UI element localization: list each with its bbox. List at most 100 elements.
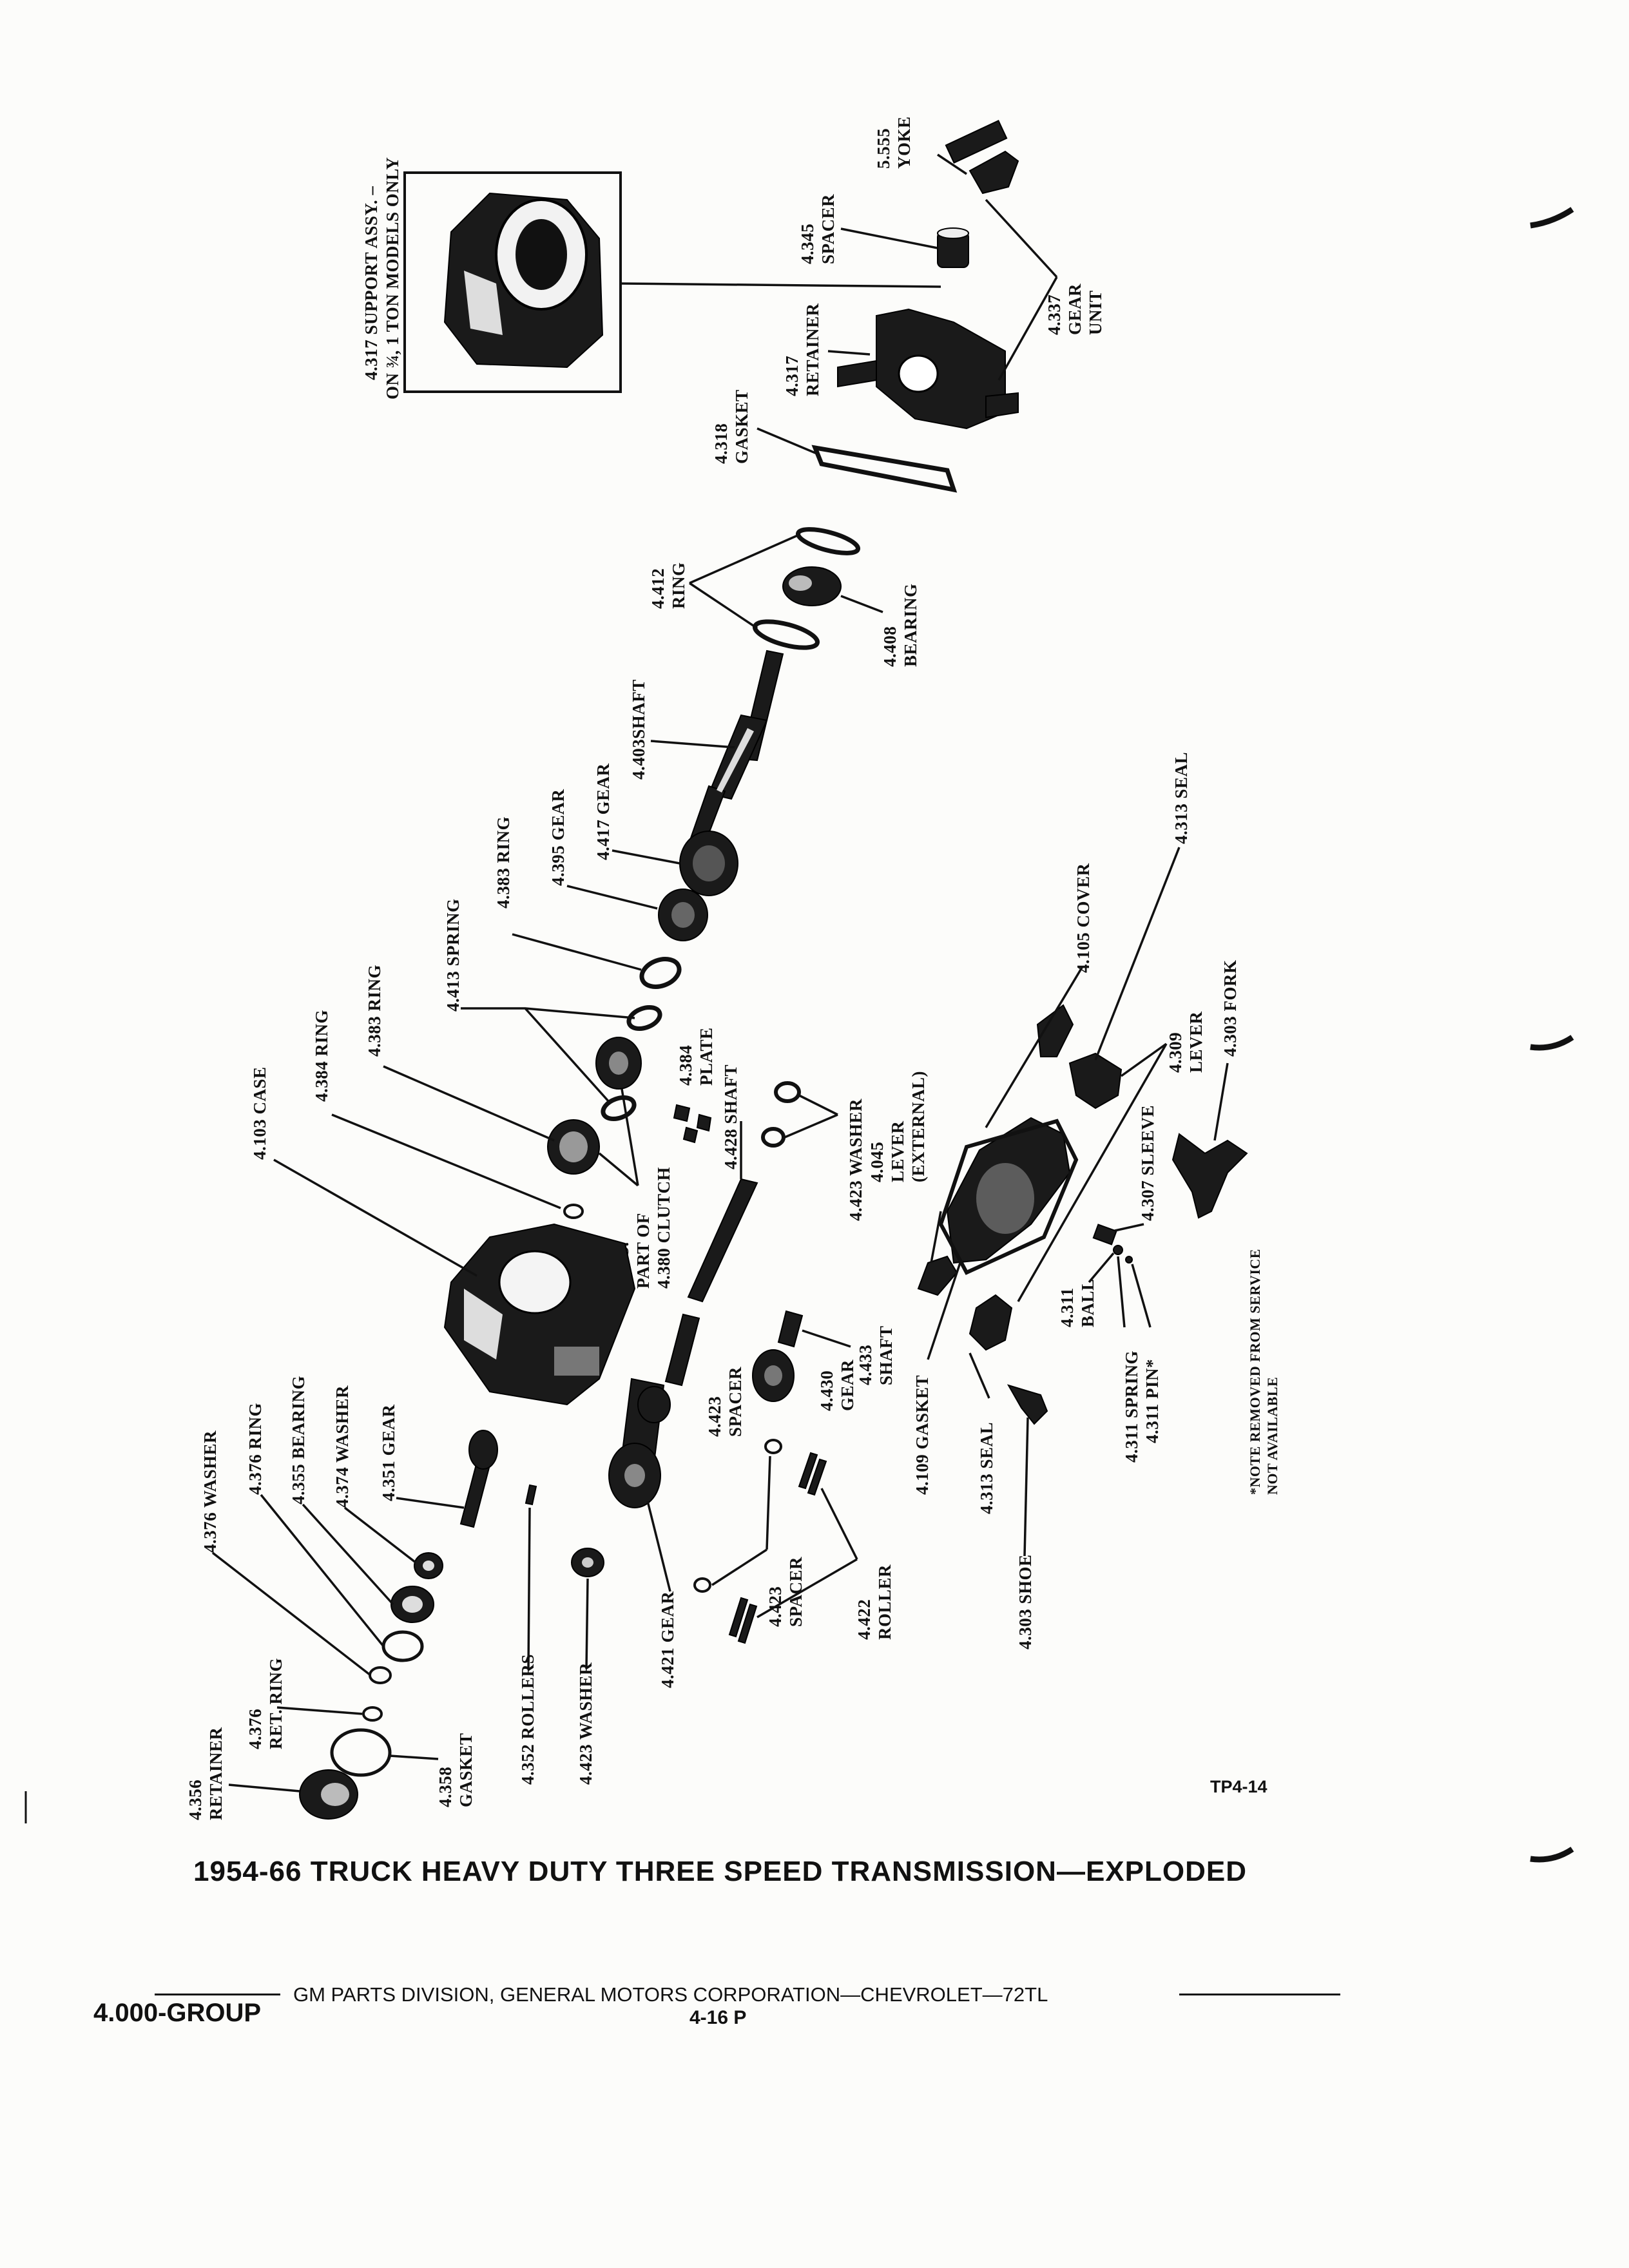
sleeve-4307-part [1092, 1224, 1117, 1245]
shaft-4433-number: 4.433 [856, 1345, 875, 1385]
clutch-ring-part [547, 1119, 600, 1175]
note-line1: *NOTE REMOVED FROM SERVICE [1247, 1249, 1263, 1495]
nss-line3: 4.380 CLUTCH [654, 1167, 673, 1289]
rollers-4352-label: 4.352 ROLLERS [518, 1654, 537, 1785]
gear-unit-number: 4.337 [1045, 294, 1064, 335]
spacer-4423-mid-label: SPACER [726, 1367, 745, 1437]
gear-4351-part [459, 1430, 498, 1528]
washer-4423-top-label: 4.423 WASHER [846, 1099, 865, 1221]
shoe-4303-part [1007, 1384, 1048, 1425]
retainer-4356-number: 4.356 [186, 1780, 205, 1820]
roller-4422-number: 4.422 [854, 1599, 874, 1640]
roller-4422-part [728, 1452, 827, 1644]
case-4103-part [443, 1223, 636, 1406]
ret-ring-4376-number: 4.376 [246, 1709, 265, 1749]
gasket-4358-part [330, 1728, 392, 1777]
spacer-4345-part [937, 227, 969, 268]
binding-mark-1 [1530, 207, 1574, 229]
figure-reference: TP4-14 [1210, 1777, 1268, 1796]
gear-4417-label: 4.417 GEAR [593, 763, 613, 860]
seal-4313-top-label: 4.313 SEAL [1171, 752, 1191, 844]
shaft-4428-label: 4.428 SHAFT [721, 1064, 740, 1169]
gear-4395-label: 4.395 GEAR [548, 789, 568, 886]
ring-4376-part [381, 1630, 424, 1662]
spacer-4345-label: SPACER [818, 194, 838, 264]
cover-4105-part [938, 1117, 1079, 1275]
nss-line2: PART OF [633, 1213, 653, 1289]
bearing-4408-number: 4.408 [880, 626, 900, 667]
group-label: 4.000-GROUP [93, 1999, 262, 2027]
ring-4384-label: 4.384 RING [312, 1010, 331, 1102]
spring-4413-label: 4.413 SPRING [443, 898, 463, 1012]
shaft-4403-label: 4.403SHAFT [629, 679, 648, 780]
shaft-4403-part [687, 649, 784, 852]
washer-4423-top-b [761, 1127, 786, 1148]
footer-rule-left [155, 1994, 280, 1995]
gasket-4358-number: 4.358 [436, 1767, 455, 1807]
ball-4311-number: 4.311 [1057, 1287, 1077, 1327]
support-assembly-inset [403, 171, 622, 393]
ret-ring-4376-part [362, 1706, 383, 1722]
gear-4417-part [679, 831, 738, 896]
spacer-4423-mid-number: 4.423 [705, 1396, 724, 1437]
lever-4045-part [917, 1255, 958, 1296]
lever-4309-label: LEVER [1186, 1011, 1206, 1073]
division-line: GM PARTS DIVISION, GENERAL MOTORS CORPOR… [293, 1983, 1048, 2006]
binding-mark-2 [1530, 1035, 1574, 1051]
shaft-4428-part [687, 1178, 758, 1303]
yoke-label: YOKE [894, 116, 914, 169]
lever-4309-number: 4.309 [1166, 1032, 1185, 1073]
inset-caption-line2: ON ¾, 1 TON MODELS ONLY [383, 157, 402, 399]
retainer-4317-number: 4.317 [782, 356, 802, 396]
page-number: 4-16 P [689, 2007, 747, 2028]
shaft-4433-part [777, 1310, 804, 1348]
retainer-4317-part [837, 308, 1019, 430]
ring-4383-top-part [639, 957, 682, 989]
yoke-part [945, 120, 1019, 195]
spring-4311-label: 4.311 SPRING [1122, 1350, 1141, 1463]
bearing-4408-label: BEARING [901, 583, 920, 667]
fork-4303-label: 4.303 FORK [1220, 960, 1240, 1057]
shoe-4303-label: 4.303 SHOE [1016, 1554, 1035, 1649]
washer-4423-low-label: 4.423 WASHER [576, 1662, 595, 1785]
shaft-4433-label: SHAFT [876, 1325, 896, 1385]
ring-4412-lower [753, 619, 820, 650]
cover-top-lever-part [1036, 1004, 1074, 1057]
spring-4413-lower [601, 1095, 637, 1121]
gear-4351-label: 4.351 GEAR [379, 1404, 398, 1501]
gasket-4318-part [811, 445, 958, 493]
washer-4423-top-a [774, 1081, 801, 1103]
gasket-4318-label: GASKET [732, 389, 751, 464]
ring-4412-label: RING [669, 562, 688, 609]
gasket-4109-label: 4.109 GASKET [912, 1375, 932, 1495]
gear-4430-number: 4.430 [817, 1370, 836, 1411]
fork-4303-part [1171, 1133, 1248, 1219]
inset-caption-line1: 4.317 SUPPORT ASSY. – [361, 186, 381, 380]
spacer-4345-number: 4.345 [798, 224, 817, 264]
retainer-4317-label: RETAINER [803, 303, 822, 396]
gear-4430-label: GEAR [838, 1360, 857, 1411]
spacer-4423-low-a [764, 1439, 782, 1454]
washer-4374-label: 4.374 WASHER [333, 1385, 352, 1508]
pin-4311-part [1125, 1256, 1133, 1264]
lever-4045-external: (EXTERNAL) [909, 1071, 928, 1182]
footer-rule-right [1179, 1994, 1340, 1995]
spring-4413-upper [626, 1005, 662, 1031]
retainer-4356-part [299, 1769, 358, 1820]
gear-unit-label-1: GEAR [1065, 284, 1084, 335]
ring-4376-label: 4.376 RING [246, 1403, 265, 1495]
gear-unit-label-2: UNIT [1086, 290, 1105, 335]
plate-4384-part [673, 1104, 712, 1144]
binding-mark-3 [1530, 1847, 1574, 1863]
ring-4383-label: 4.383 RING [365, 965, 384, 1057]
washer-4376-part [369, 1666, 392, 1684]
yoke-number: 5.555 [874, 128, 893, 169]
washer-4376-label: 4.376 WASHER [200, 1430, 220, 1553]
sleeve-4307-label: 4.307 SLEEVE [1138, 1105, 1157, 1221]
washer-4374-part [414, 1552, 443, 1579]
shift-lever-part [969, 1294, 1013, 1351]
clutch-4380-part [595, 1037, 642, 1090]
diagram-title: 1954-66 TRUCK HEAVY DUTY THREE SPEED TRA… [193, 1856, 1247, 1887]
ret-ring-4376-label: RET. RING [266, 1658, 285, 1749]
